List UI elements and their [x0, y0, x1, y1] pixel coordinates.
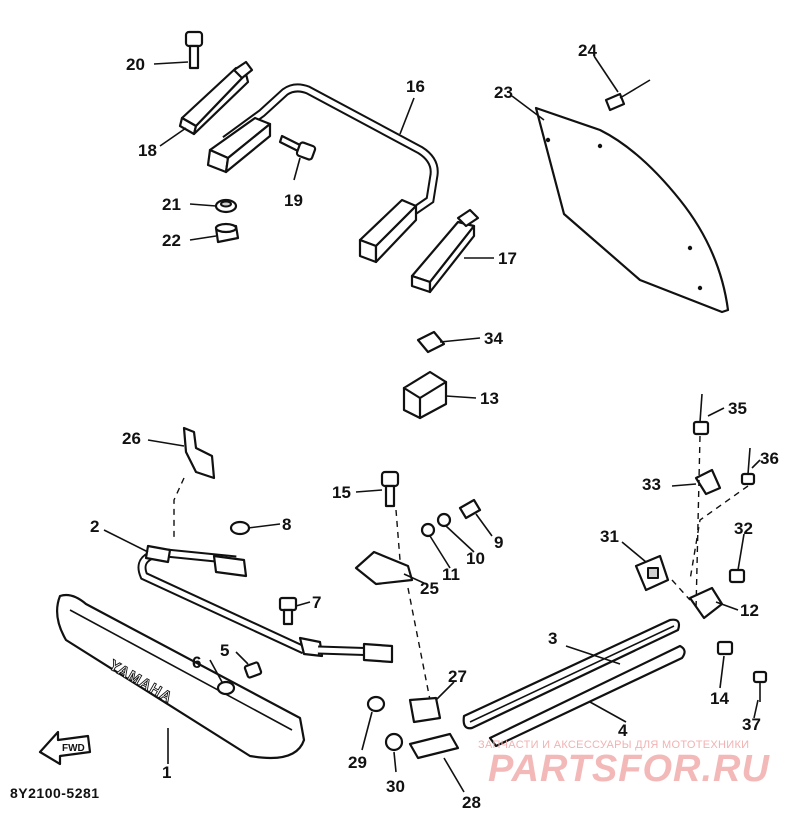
callout-19: 19 — [284, 191, 303, 210]
part-17-bracket — [410, 208, 480, 294]
callout-37: 37 — [742, 715, 761, 734]
callout-2: 2 — [90, 517, 99, 536]
callout-28: 28 — [462, 793, 481, 812]
part-2-stay — [137, 544, 394, 664]
part-4-molding — [488, 644, 686, 748]
part-37-screw — [752, 670, 768, 702]
part-34-cap — [416, 330, 446, 354]
callout-4: 4 — [618, 721, 628, 740]
callout-33: 33 — [642, 475, 661, 494]
part-35-screw — [692, 393, 710, 436]
callout-24: 24 — [578, 41, 597, 60]
callout-25: 25 — [420, 579, 439, 598]
part-9-bolt — [458, 498, 482, 520]
callout-9: 9 — [494, 533, 503, 552]
callout-10: 10 — [466, 549, 485, 568]
callout-15: 15 — [332, 483, 351, 502]
callout-31: 31 — [600, 527, 619, 546]
leader-lines — [103, 55, 761, 793]
part-33-clamp — [694, 468, 722, 496]
callout-26: 26 — [122, 429, 141, 448]
callout-36: 36 — [760, 449, 779, 468]
callout-32: 32 — [734, 519, 753, 538]
callout-11: 11 — [442, 565, 460, 584]
callout-20: 20 — [126, 55, 145, 74]
part-20-bolt — [184, 30, 204, 70]
part-15-bolt — [380, 470, 400, 508]
callout-35: 35 — [728, 399, 747, 418]
callout-23: 23 — [494, 83, 513, 102]
part-22-nut — [214, 222, 240, 244]
watermark-logo: PARTSFOR.RU — [488, 748, 770, 790]
part-21-washer — [214, 198, 238, 214]
part-23-plate — [534, 106, 730, 314]
callout-14: 14 — [710, 689, 729, 708]
callout-17: 17 — [498, 249, 517, 268]
callout-18: 18 — [138, 141, 157, 160]
callout-29: 29 — [348, 753, 367, 772]
callout-21: 21 — [162, 195, 181, 214]
part-11-washer — [420, 522, 436, 538]
callout-34: 34 — [484, 329, 503, 348]
part-6-washer — [216, 680, 236, 696]
part-26-bracket — [182, 426, 216, 480]
part-13-clamp — [402, 370, 448, 420]
callout-27: 27 — [448, 667, 467, 686]
part-28-pad — [408, 732, 460, 760]
part-19-bolt — [278, 134, 317, 161]
part-31-bracket — [634, 554, 670, 592]
part-7-bolt — [278, 596, 298, 626]
part-30-nut — [384, 732, 404, 752]
part-1-cowl: YAMAHA — [55, 593, 306, 760]
callout-8: 8 — [282, 515, 291, 534]
callout-22: 22 — [162, 231, 181, 250]
fwd-label: FWD — [62, 743, 85, 754]
callout-6: 6 — [192, 653, 201, 672]
part-8-nut — [229, 520, 251, 536]
part-36-screw — [740, 447, 756, 486]
callout-16: 16 — [406, 77, 425, 96]
callout-1: 1 — [162, 763, 171, 782]
callout-30: 30 — [386, 777, 405, 796]
part-3-molding — [462, 618, 681, 730]
part-32-bolt — [728, 568, 746, 584]
callout-5: 5 — [220, 641, 229, 660]
part-5-bolt — [243, 661, 263, 679]
part-18-bracket — [178, 60, 254, 136]
part-29-nut — [366, 695, 386, 713]
callout-7: 7 — [312, 593, 321, 612]
callout-12: 12 — [740, 601, 759, 620]
callout-13: 13 — [480, 389, 499, 408]
part-25-bracket — [354, 550, 414, 586]
watermark-tagline: ЗАПЧАСТИ И АКСЕССУАРЫ ДЛЯ МОТОТЕХНИКИ — [478, 739, 750, 751]
part-10-washer — [436, 512, 452, 528]
diagram-code: 8Y2100-5281 — [10, 785, 100, 801]
part-14-bolt — [716, 640, 734, 656]
part-24-screw — [604, 79, 651, 112]
fwd-arrow-icon: FWD — [38, 730, 92, 766]
part-16-frame-bar — [206, 83, 439, 264]
callout-3: 3 — [548, 629, 557, 648]
callout-labels: 20 18 19 21 22 16 17 23 24 34 13 26 2 8 … — [90, 41, 779, 812]
part-27-clip — [408, 696, 442, 724]
